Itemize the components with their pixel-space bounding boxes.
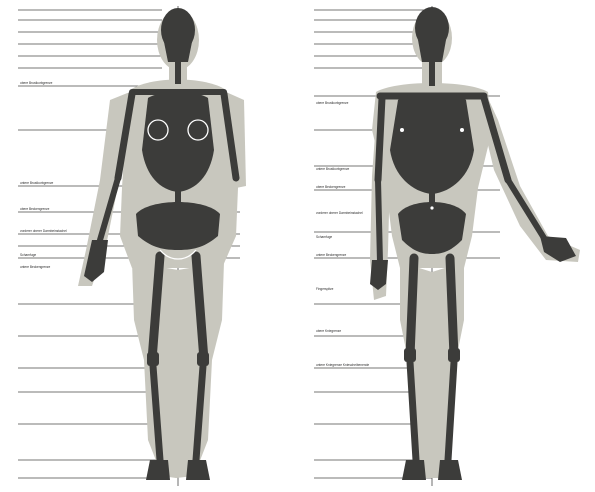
label-knee-lower-male: untere Kniegrenze Kniescheibenende xyxy=(316,363,369,367)
male-level-labels: obere Brustkorbgrenze untere Brustkorbgr… xyxy=(316,101,369,367)
label-lower-chest-male: untere Brustkorbgrenze xyxy=(316,167,350,171)
label-upper-pelvis-male: obere Beckengrenze xyxy=(316,185,346,189)
label-spine-male: vorderer oberer Darmbeinstachel xyxy=(316,211,363,215)
label-knee-upper-male: obere Kniegrenze xyxy=(316,329,341,333)
male-figure-panel: obere Brustkorbgrenze untere Brustkorbgr… xyxy=(314,6,580,486)
label-upper-chest-male: obere Brustkorbgrenze xyxy=(316,101,349,105)
label-lower-pelvis-female: untere Beckengrenze xyxy=(20,265,51,269)
label-lower-pelvis-male: untere Beckengrenze xyxy=(316,253,347,257)
label-hip-joint-female: Schamfuge xyxy=(20,253,36,257)
female-level-labels: obere Brustkorbgrenze untere Brustkorbgr… xyxy=(20,81,67,269)
label-upper-pelvis-female: obere Beckengrenze xyxy=(20,207,50,211)
label-upper-chest-female: obere Brustkorbgrenze xyxy=(20,81,53,85)
label-lower-chest-female: untere Brustkorbgrenze xyxy=(20,181,54,185)
label-fingertip-male: Fingerspitze xyxy=(316,287,334,291)
label-spine-female: vorderer oberer Darmbeinstachel xyxy=(20,229,67,233)
label-hip-joint-male: Schamfuge xyxy=(316,235,332,239)
female-figure-panel: obere Brustkorbgrenze untere Brustkorbgr… xyxy=(18,6,246,486)
